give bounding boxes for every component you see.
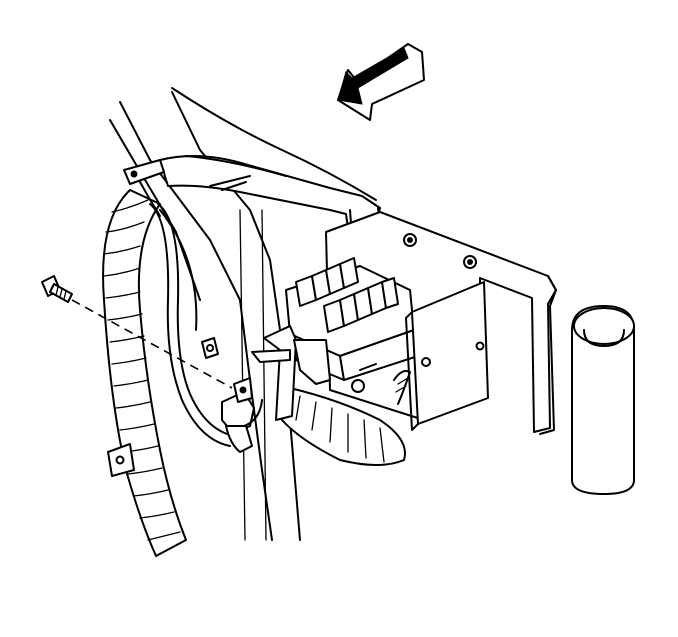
upper-channel [159,87,381,239]
panel-nut [201,337,219,359]
canister [571,305,635,495]
ground-terminal [221,377,263,453]
ground-wire [149,203,235,447]
bolt-alignment-line [71,299,233,389]
direction-arrow-icon [337,43,425,121]
ground-bracket [251,325,331,421]
convoluted-harness [102,189,187,557]
lower-harness [281,370,411,466]
ground-bolt-icon [41,275,73,303]
harness-clip-lower [107,443,135,477]
